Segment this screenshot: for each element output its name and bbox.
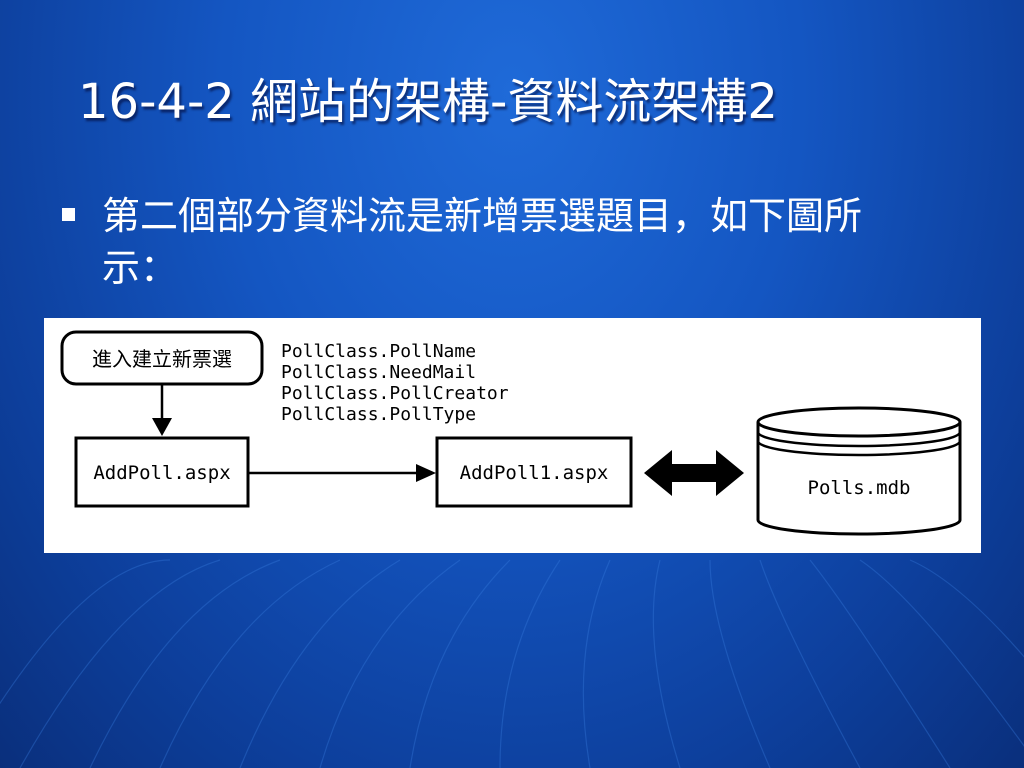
field-item: PollClass.PollName — [281, 341, 476, 362]
page1-label: AddPoll.aspx — [93, 462, 230, 484]
field-item: PollClass.NeedMail — [281, 362, 476, 383]
field-list: PollClass.PollName PollClass.NeedMail Po… — [281, 341, 509, 425]
data-flow-diagram: 進入建立新票選 PollClass.PollName PollClass.Nee… — [44, 318, 981, 553]
bullet-text: 第二個部分資料流是新增票選題目，如下圖所示： — [102, 194, 863, 290]
page1-node: AddPoll.aspx — [74, 436, 250, 508]
field-item: PollClass.PollCreator — [281, 383, 509, 404]
field-item: PollClass.PollType — [281, 404, 476, 425]
bidirectional-arrow-icon — [644, 450, 744, 496]
slide-title: 16-4-2 網站的架構-資料流架構2 — [78, 74, 778, 130]
square-bullet-icon — [62, 208, 75, 221]
start-node: 進入建立新票選 — [60, 330, 264, 386]
arrow-down — [152, 384, 172, 436]
arrow-right — [248, 464, 436, 482]
page2-label: AddPoll1.aspx — [460, 462, 609, 484]
database-label: Polls.mdb — [808, 477, 911, 499]
database-node: Polls.mdb — [756, 406, 962, 536]
page2-node: AddPoll1.aspx — [435, 436, 633, 508]
start-node-label: 進入建立新票選 — [92, 347, 232, 371]
